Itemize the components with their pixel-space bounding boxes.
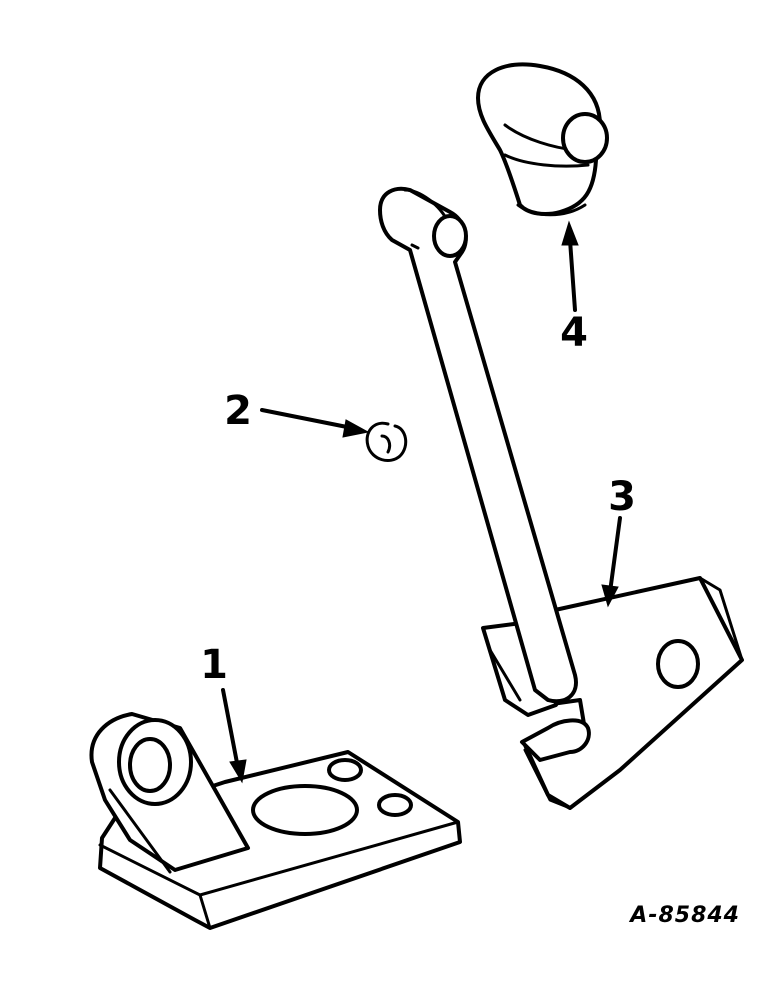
leader-4 [561, 220, 579, 312]
part-3-lever [378, 186, 744, 810]
callout-3: 3 [608, 474, 636, 520]
leader-3 [601, 516, 622, 608]
callout-4: 4 [560, 310, 588, 356]
part-1-base [89, 712, 462, 930]
callout-1: 1 [200, 642, 228, 688]
callout-2: 2 [224, 388, 252, 434]
part-2-retaining-ring [365, 421, 408, 462]
leader-2 [260, 408, 370, 438]
leader-1 [221, 688, 247, 784]
figure-id: A-85844 [628, 903, 740, 928]
part-4-knob [476, 62, 609, 217]
